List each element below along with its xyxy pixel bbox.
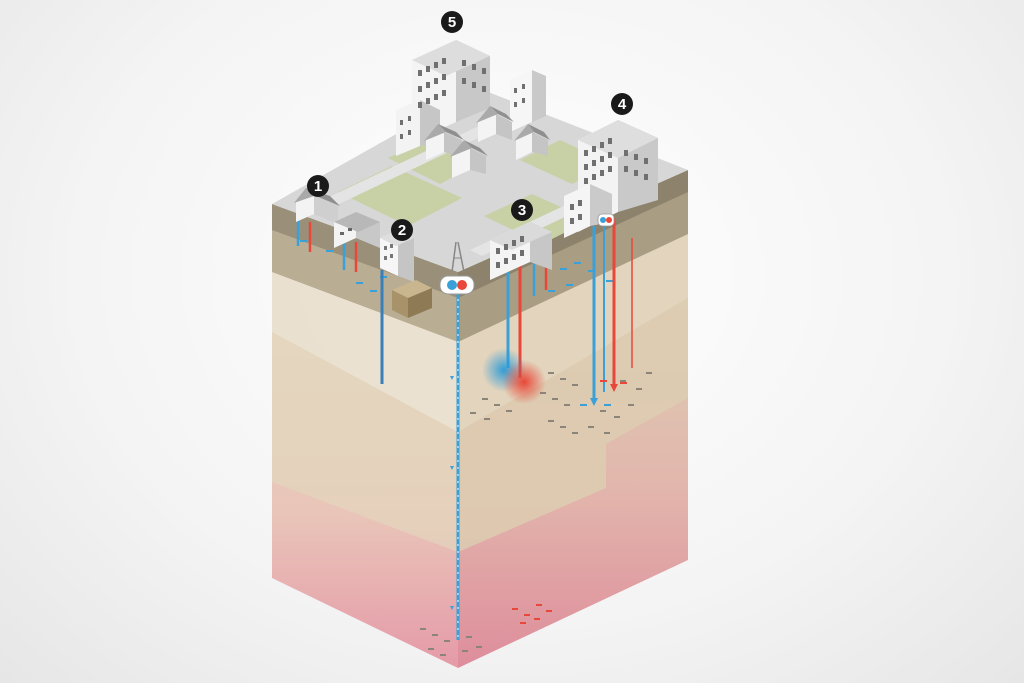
- ground-block: [272, 88, 688, 668]
- underground-storage-tank: [392, 280, 432, 318]
- clay-layer-right-face: [458, 190, 688, 342]
- marker-3-label: 3: [518, 202, 526, 219]
- down-arrow-icon: [450, 606, 454, 610]
- arrow-cluster-mid: [470, 372, 652, 434]
- marker-1: 1: [307, 175, 329, 197]
- central-pump-station: [439, 241, 475, 295]
- sand-layer-left-face: [272, 270, 458, 552]
- thermal-storage: [482, 348, 627, 406]
- building-4-office-tower: [564, 120, 658, 238]
- sand-layer-right-face: [458, 232, 688, 552]
- building-2-house: [334, 212, 414, 282]
- groundwater-flow-arrows: [420, 372, 652, 656]
- down-arrow-icon: [450, 466, 454, 470]
- marker-3: 3: [511, 199, 533, 221]
- warm-deep-arrows: [512, 604, 552, 624]
- building-5-cluster: [396, 40, 550, 178]
- marker-4-label: 4: [618, 96, 627, 113]
- marker-2-label: 2: [398, 222, 406, 239]
- marker-4: 4: [611, 93, 633, 115]
- marker-2: 2: [391, 219, 413, 241]
- marker-5: 5: [441, 11, 463, 33]
- building-3-apartment: [490, 222, 552, 280]
- marker-5-label: 5: [448, 14, 456, 31]
- marker-1-label: 1: [314, 178, 322, 195]
- number-markers: 1 2 3 4 5: [307, 11, 633, 241]
- buildings: [294, 40, 658, 295]
- warm-storage-plume: [502, 360, 546, 404]
- down-arrow-icon: [450, 376, 454, 380]
- arrow-cluster-deep: [420, 628, 482, 656]
- well-tip-arrows: [580, 380, 627, 406]
